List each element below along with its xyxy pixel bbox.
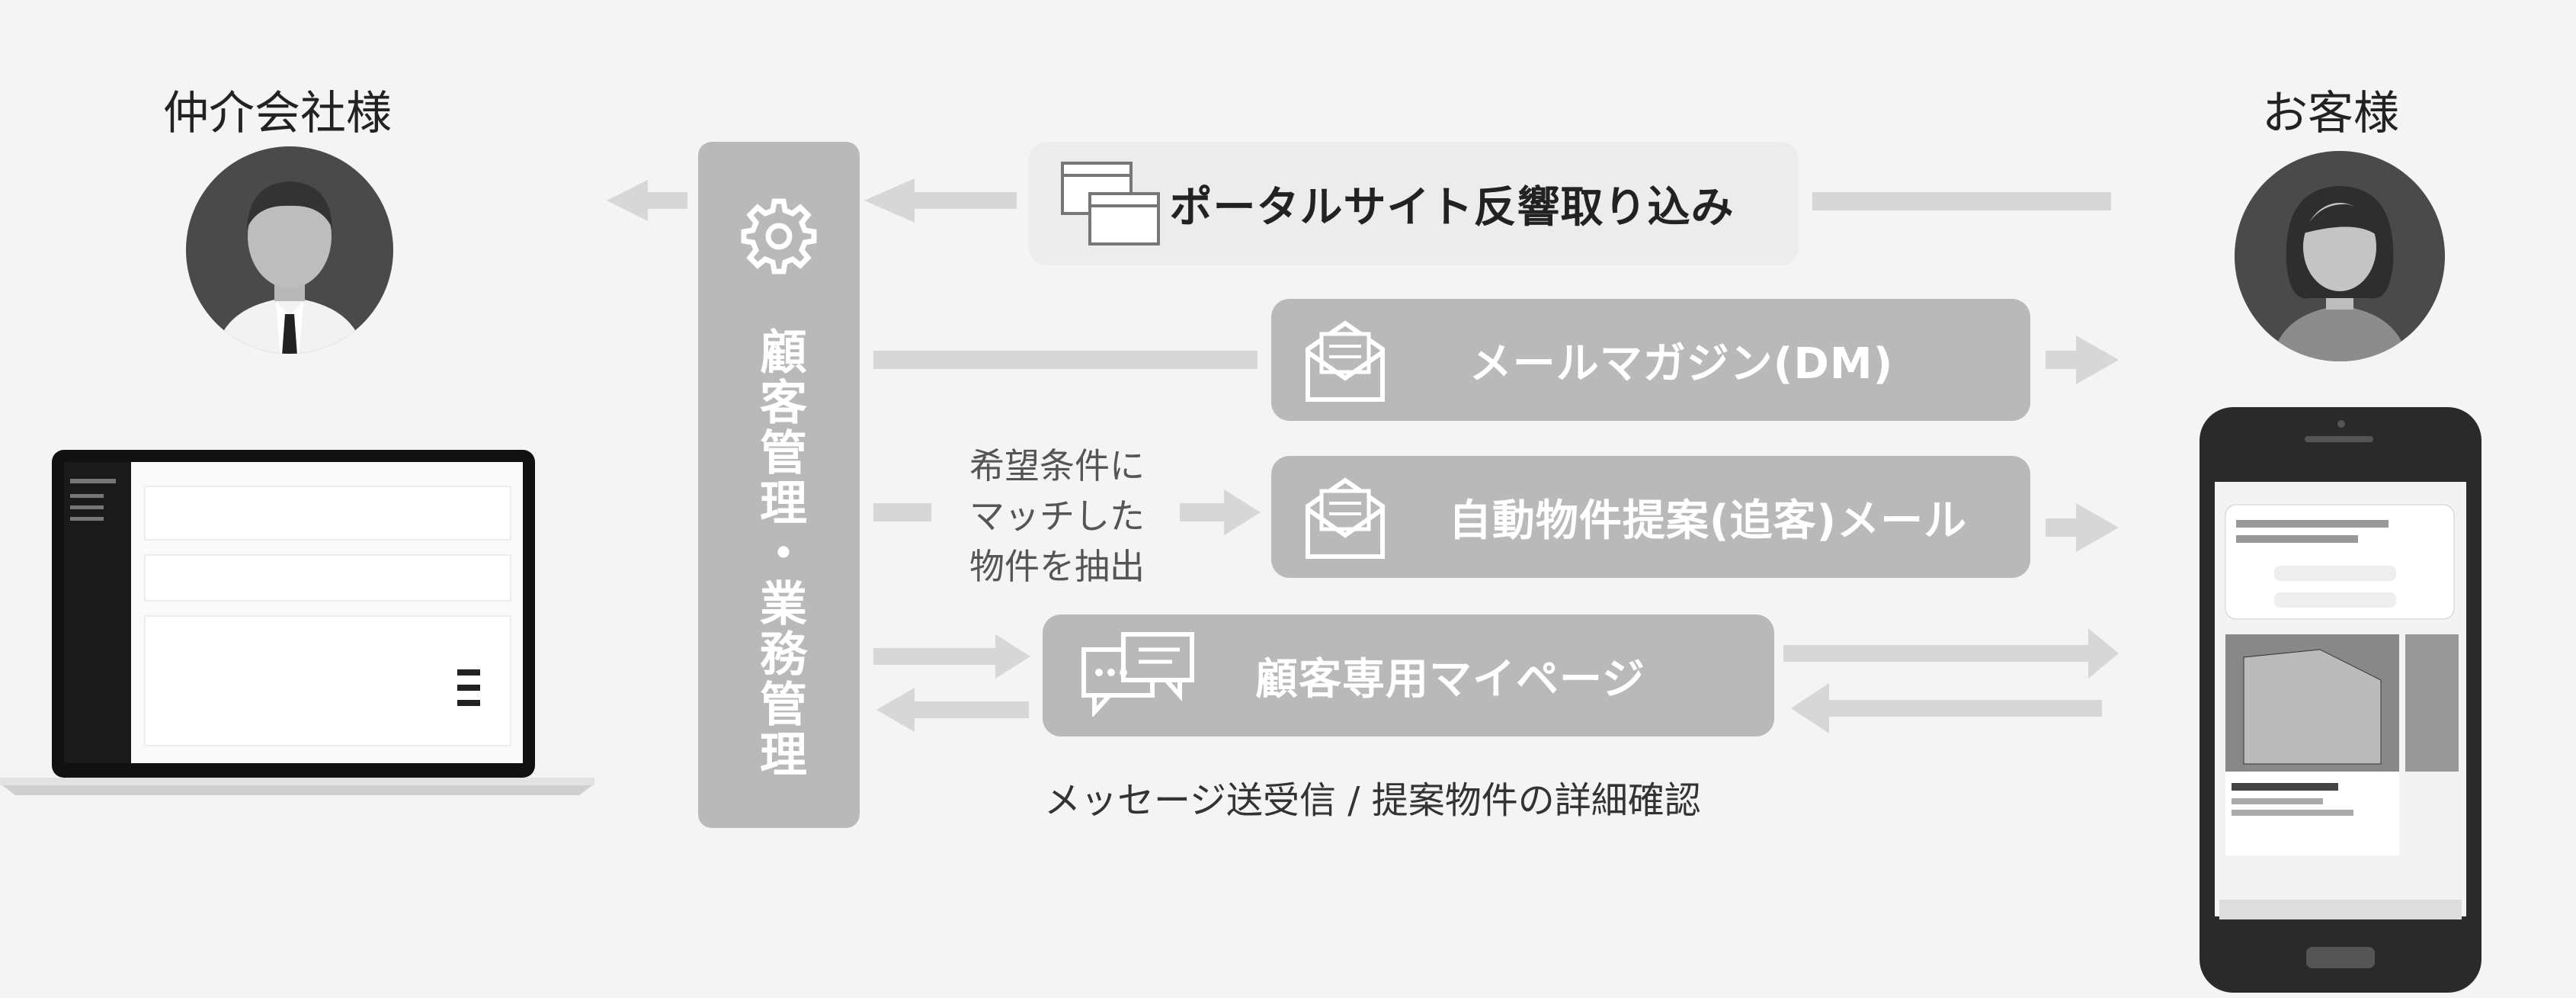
line-system-to-annotation bbox=[873, 503, 931, 521]
flow-autoproposal-box: 自動物件提案(追客)メール bbox=[1271, 456, 2030, 578]
envelope-icon bbox=[1303, 314, 1387, 404]
arrow-customer-to-mypage bbox=[1791, 683, 2102, 733]
annotation-line-1: 希望条件に bbox=[969, 445, 1145, 486]
arrow-autoproposal-to-customer bbox=[2046, 503, 2119, 552]
arrow-mailmagazine-to-customer bbox=[2046, 335, 2119, 384]
flow-portal-label: ポータルサイト反響取り込み bbox=[1169, 182, 1735, 233]
customer-avatar-icon bbox=[2233, 149, 2446, 363]
arrow-mypage-to-customer bbox=[1783, 628, 2119, 679]
center-system-label: 顧客管理・業務管理 bbox=[751, 327, 807, 780]
arrow-to-broker bbox=[607, 180, 687, 221]
arrow-system-to-mypage bbox=[873, 634, 1030, 679]
businessman-avatar-icon bbox=[184, 145, 395, 355]
envelope-icon bbox=[1303, 471, 1387, 561]
browser-windows-icon bbox=[1059, 160, 1161, 249]
flow-mailmagazine-box: メールマガジン(DM) bbox=[1271, 299, 2030, 421]
arrow-portal-to-system bbox=[864, 178, 1017, 223]
line-system-to-mailmagazine bbox=[873, 351, 1258, 369]
flow-mailmagazine-label: メールマガジン(DM) bbox=[1469, 339, 1894, 389]
line-customer-to-portal bbox=[1812, 192, 2111, 210]
flow-mypage-box: 顧客専用マイページ bbox=[1043, 615, 1774, 736]
laptop-dashboard-icon bbox=[0, 448, 594, 799]
left-actor-label: 仲介会社様 bbox=[163, 87, 392, 140]
arrow-annotation-to-autoproposal bbox=[1180, 489, 1261, 535]
smartphone-icon bbox=[2198, 406, 2483, 994]
gear-icon bbox=[738, 195, 820, 278]
flow-mypage-label: 顧客専用マイページ bbox=[1255, 654, 1645, 704]
arrow-mypage-to-system bbox=[876, 688, 1029, 732]
flow-portal-box: ポータルサイト反響取り込み bbox=[1029, 142, 1799, 265]
annotation-text: 希望条件に マッチした 物件を抽出 bbox=[969, 441, 1145, 592]
flow-autoproposal-label: 自動物件提案(追客)メール bbox=[1448, 496, 1968, 546]
right-actor-label: お客様 bbox=[2262, 87, 2399, 140]
annotation-line-3: 物件を抽出 bbox=[969, 546, 1145, 587]
mypage-caption: メッセージ送受信 / 提案物件の詳細確認 bbox=[1044, 779, 1701, 822]
center-system-box: 顧客管理・業務管理 bbox=[698, 142, 860, 828]
annotation-line-2: マッチした bbox=[969, 496, 1145, 537]
chat-bubbles-icon bbox=[1081, 631, 1195, 717]
